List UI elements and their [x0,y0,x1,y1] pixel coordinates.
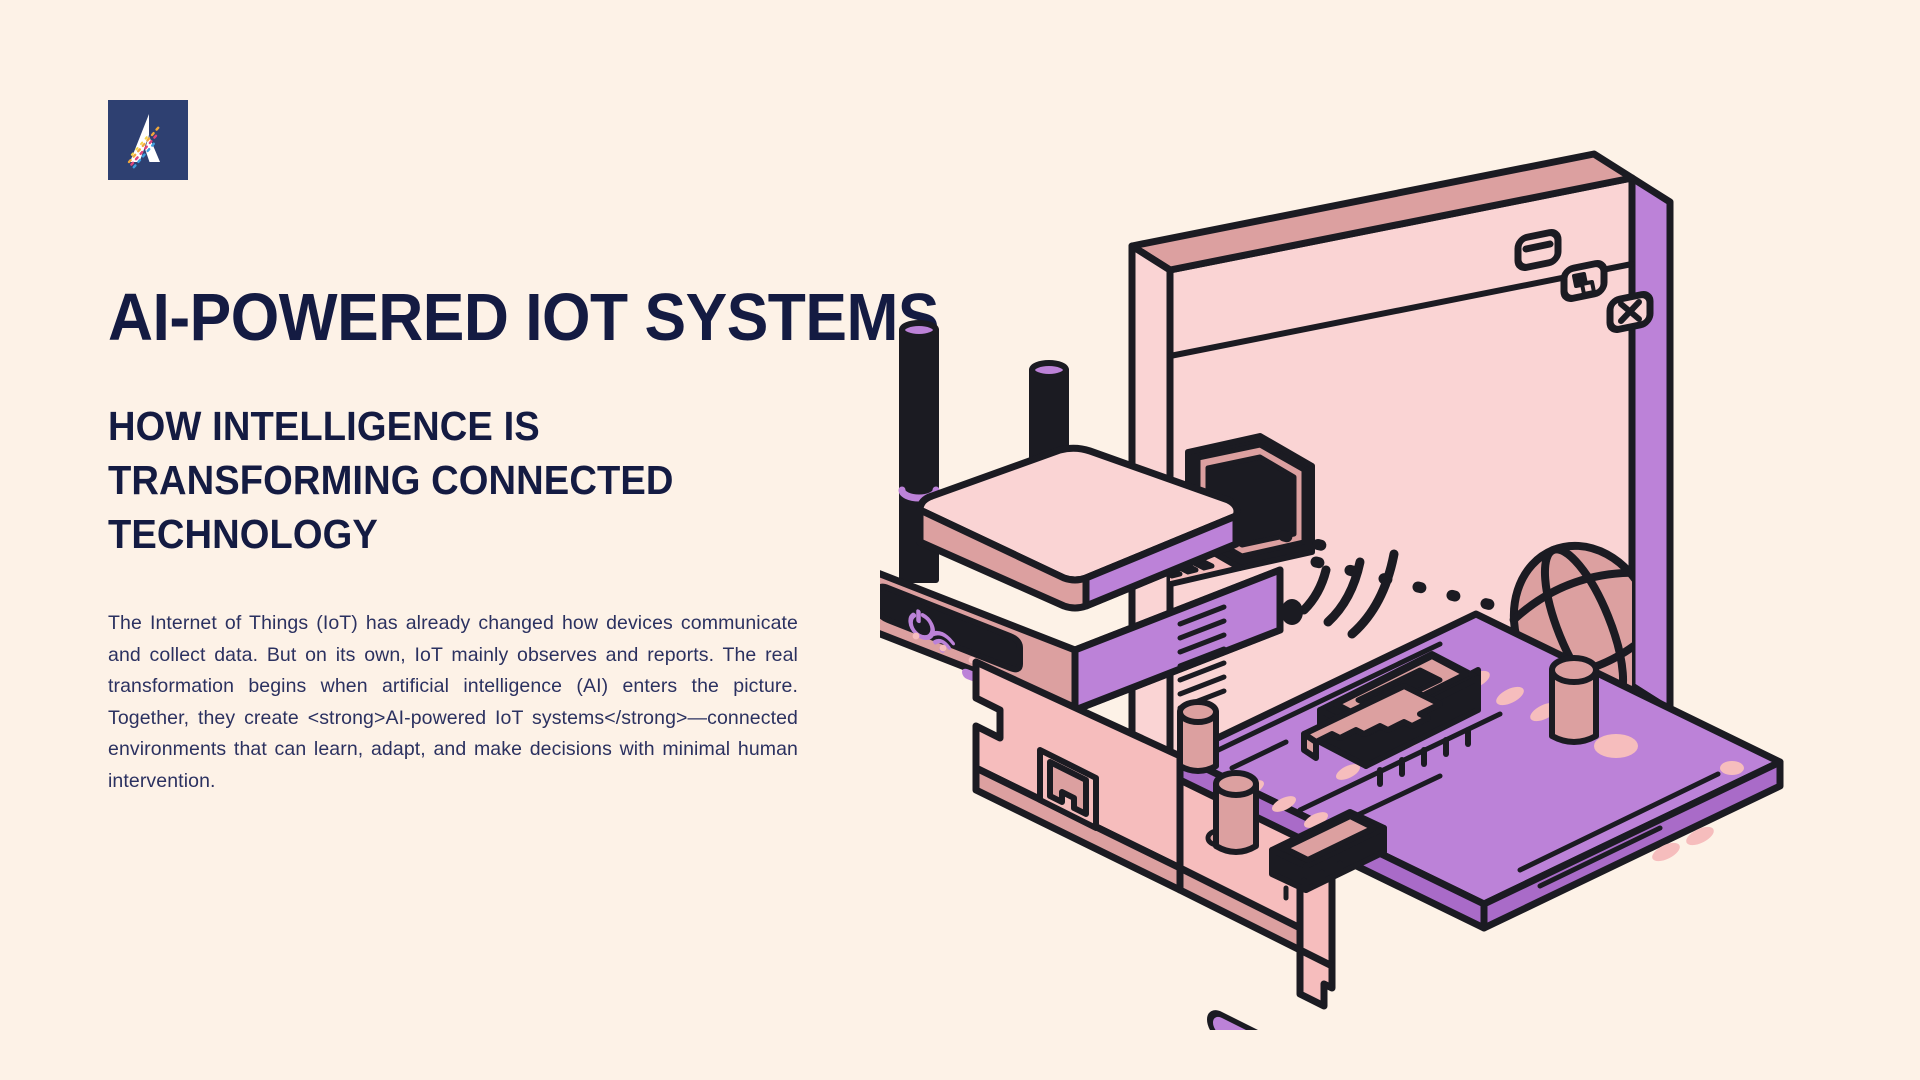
content-column: AI-POWERED IOT SYSTEMS HOW INTELLIGENCE … [108,100,940,797]
secondary-chip [1269,809,1387,901]
window-controls [1514,229,1654,333]
wifi-router [880,444,1284,714]
pin-header-block [1301,683,1443,761]
capacitor-1 [1177,699,1219,774]
page-subtitle: HOW INTELLIGENCE IS TRANSFORMING CONNECT… [108,402,674,557]
ethernet-port [1037,747,1099,831]
isometric-iot-illustration [880,150,1910,1030]
wifi-signal-icon [1281,549,1399,639]
company-logo-icon[interactable] [108,100,188,180]
capacitor-2 [1213,770,1259,855]
dotted-connection-line [1278,530,1526,618]
capacitor-3 [1549,655,1599,745]
page-title: AI-POWERED IOT SYSTEMS [108,280,940,355]
intro-paragraph: The Internet of Things (IoT) has already… [108,611,798,792]
network-interface-card [972,610,1784,1030]
